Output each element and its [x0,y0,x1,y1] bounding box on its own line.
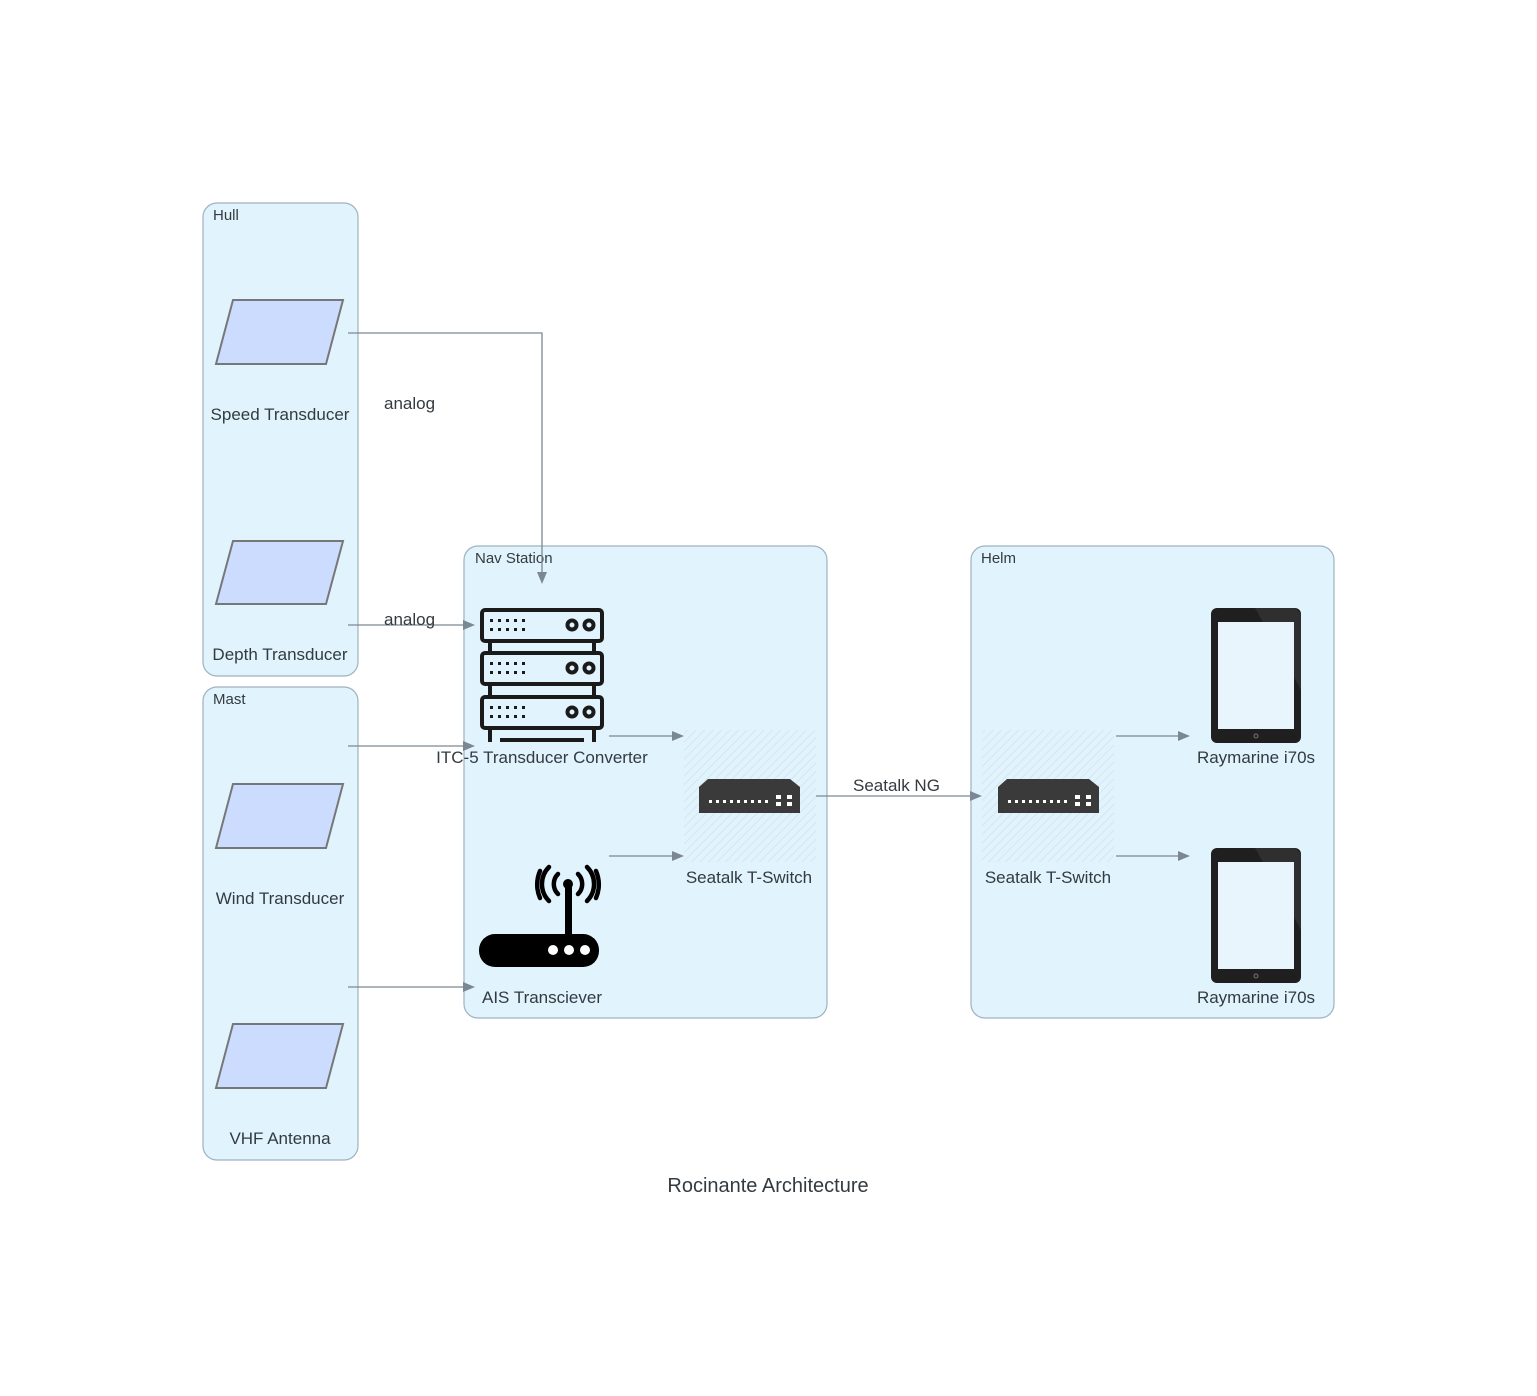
node-speed-transducer[interactable]: Speed Transducer [211,299,350,424]
cluster-nav-station: Nav Station [463,545,828,1019]
cluster-hull-label: Hull [213,207,239,224]
network-switch-icon [998,779,1099,813]
cluster-mast: Mast [202,686,359,1161]
network-switch-icon [699,779,800,813]
server-rack-ports [490,619,525,718]
node-vhf-antenna[interactable]: VHF Antenna [214,1023,345,1148]
edge-switch-to-switch [816,791,982,801]
node-display-1[interactable]: Raymarine i70s [1197,608,1315,767]
edge-wind-to-itc5 [348,741,475,751]
node-wind-transducer-label: Wind Transducer [216,889,345,908]
node-nav-switch-label: Seatalk T-Switch [686,868,812,887]
node-vhf-antenna-label: VHF Antenna [229,1129,331,1148]
node-itc5-label: ITC-5 Transducer Converter [436,748,648,767]
tablet-icon [1211,848,1301,983]
node-display-2-label: Raymarine i70s [1197,988,1315,1007]
cluster-hull: Hull [202,202,359,677]
cluster-nav-station-label: Nav Station [475,550,553,567]
server-rack-icon [480,608,604,742]
node-display-1-label: Raymarine i70s [1197,748,1315,767]
node-wind-transducer[interactable]: Wind Transducer [214,783,345,908]
node-nav-switch[interactable]: Seatalk T-Switch [684,730,816,887]
edge-label-speed-analog: analog [384,394,435,413]
edge-switch-to-display2 [1116,851,1190,861]
transducer-icon [214,540,345,605]
transducer-icon [214,299,345,365]
edge-label-depth-analog: analog [384,610,435,629]
edge-itc5-to-switch [609,731,684,741]
node-display-2[interactable]: Raymarine i70s [1197,848,1315,1007]
node-helm-switch[interactable]: Seatalk T-Switch [982,730,1114,887]
edge-ais-to-switch [609,851,684,861]
node-depth-transducer-label: Depth Transducer [212,645,347,664]
cluster-helm-label: Helm [981,550,1016,567]
cluster-mast-label: Mast [213,691,246,708]
edge-vhf-to-ais [348,982,475,992]
tablet-icon [1211,608,1301,743]
node-itc5[interactable]: ITC-5 Transducer Converter [436,608,648,767]
edge-depth-to-itc5 [348,620,475,630]
node-helm-switch-label: Seatalk T-Switch [985,868,1111,887]
node-ais[interactable]: AIS Transciever [479,864,602,1007]
wifi-router-icon [479,864,602,967]
node-speed-transducer-label: Speed Transducer [211,405,350,424]
diagram-title: Rocinante Architecture [667,1175,868,1197]
edge-switch-to-display1 [1116,731,1190,741]
transducer-icon [214,783,345,849]
node-ais-label: AIS Transciever [482,988,602,1007]
edge-label-seatalk-ng: Seatalk NG [853,776,940,795]
edge-speed-to-itc5 [348,332,547,584]
node-depth-transducer[interactable]: Depth Transducer [212,540,348,664]
transducer-icon [214,1023,345,1089]
